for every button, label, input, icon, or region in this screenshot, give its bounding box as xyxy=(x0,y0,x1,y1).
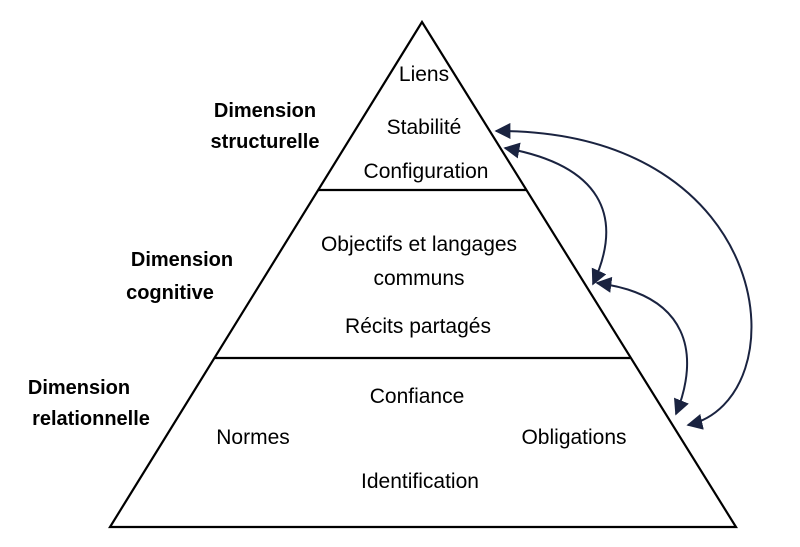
arrow-structural-relational xyxy=(494,122,753,430)
top-item-liens: Liens xyxy=(399,63,449,86)
label-cognitive-line2: cognitive xyxy=(126,282,214,304)
middle-item-recits: Récits partagés xyxy=(345,315,491,338)
label-relational-line2: relationnelle xyxy=(32,408,150,430)
top-item-stabilite: Stabilité xyxy=(387,116,462,139)
label-relational-line1: Dimension xyxy=(28,377,130,399)
label-cognitive-line1: Dimension xyxy=(131,249,233,271)
arrow-structural-cognitive xyxy=(503,142,608,286)
bottom-item-identification: Identification xyxy=(361,470,479,493)
arrow-cognitive-relational xyxy=(595,276,689,416)
label-structural-line2: structurelle xyxy=(211,131,320,153)
label-structural-line1: Dimension xyxy=(214,100,316,122)
bottom-item-normes: Normes xyxy=(216,426,290,449)
middle-item-objectifs: Objectifs et langages xyxy=(321,233,517,256)
bottom-item-confiance: Confiance xyxy=(370,385,465,408)
top-item-configuration: Configuration xyxy=(364,160,489,183)
middle-item-communs: communs xyxy=(373,267,464,290)
bottom-item-obligations: Obligations xyxy=(521,426,626,449)
